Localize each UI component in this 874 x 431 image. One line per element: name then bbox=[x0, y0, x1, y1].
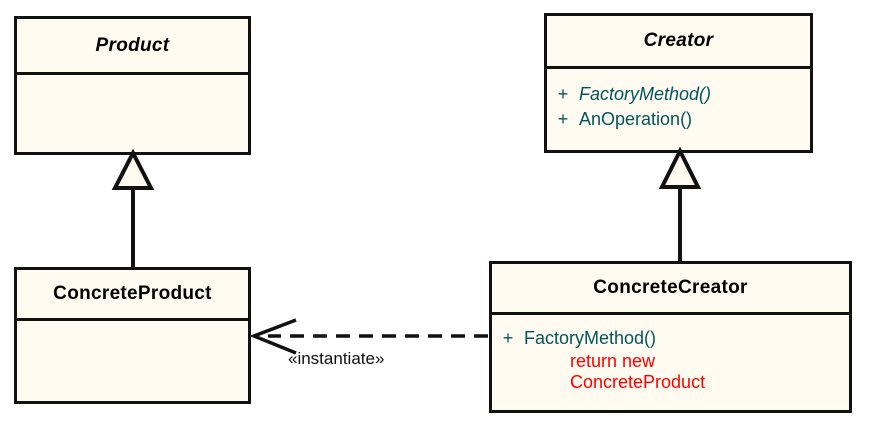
member-name-factorymethod: FactoryMethod() bbox=[579, 84, 712, 104]
class-box-creator[interactable]: Creator + FactoryMethod() + AnOperation(… bbox=[544, 13, 813, 153]
generalization-concrete-creator-to-creator bbox=[658, 146, 702, 262]
member-row-concrete-creator-factorymethod[interactable]: + FactoryMethod() bbox=[492, 328, 849, 349]
generalization-arrowhead-creator bbox=[658, 146, 702, 189]
member-note-return-new: return new bbox=[570, 351, 656, 371]
dependency-stereotype-label: «instantiate» bbox=[288, 349, 385, 368]
generalization-concrete-product-to-product bbox=[111, 148, 155, 268]
member-name-factorymethod: FactoryMethod() bbox=[524, 328, 657, 348]
class-title-row-concrete-product: ConcreteProduct bbox=[17, 270, 248, 321]
class-name-product: Product bbox=[95, 34, 170, 56]
class-title-row-product: Product bbox=[17, 19, 248, 75]
member-row-creator-factorymethod[interactable]: + FactoryMethod() bbox=[547, 84, 810, 105]
member-note-concrete-product: ConcreteProduct bbox=[570, 372, 706, 392]
class-name-concrete-product: ConcreteProduct bbox=[53, 283, 212, 304]
class-box-product[interactable]: Product bbox=[14, 16, 251, 155]
class-body-product bbox=[17, 75, 248, 152]
member-row-creator-anoperation[interactable]: + AnOperation() bbox=[547, 109, 810, 130]
class-name-creator: Creator bbox=[643, 30, 714, 51]
class-title-row-creator: Creator bbox=[547, 16, 810, 69]
class-box-concrete-product[interactable]: ConcreteProduct bbox=[14, 267, 251, 404]
class-body-concrete-creator: + FactoryMethod() return new ConcretePro… bbox=[492, 315, 849, 410]
class-body-concrete-product bbox=[17, 321, 248, 401]
visibility-marker-public: + bbox=[557, 84, 569, 104]
class-name-concrete-creator: ConcreteCreator bbox=[593, 277, 748, 298]
class-title-row-concrete-creator: ConcreteCreator bbox=[492, 264, 849, 315]
member-name-anoperation: AnOperation() bbox=[579, 109, 693, 129]
generalization-arrowhead-product bbox=[111, 148, 155, 190]
class-body-creator: + FactoryMethod() + AnOperation() bbox=[547, 69, 810, 150]
visibility-marker-public: + bbox=[557, 109, 569, 129]
class-box-concrete-creator[interactable]: ConcreteCreator + FactoryMethod() return… bbox=[489, 261, 852, 413]
visibility-marker-public: + bbox=[502, 328, 514, 348]
